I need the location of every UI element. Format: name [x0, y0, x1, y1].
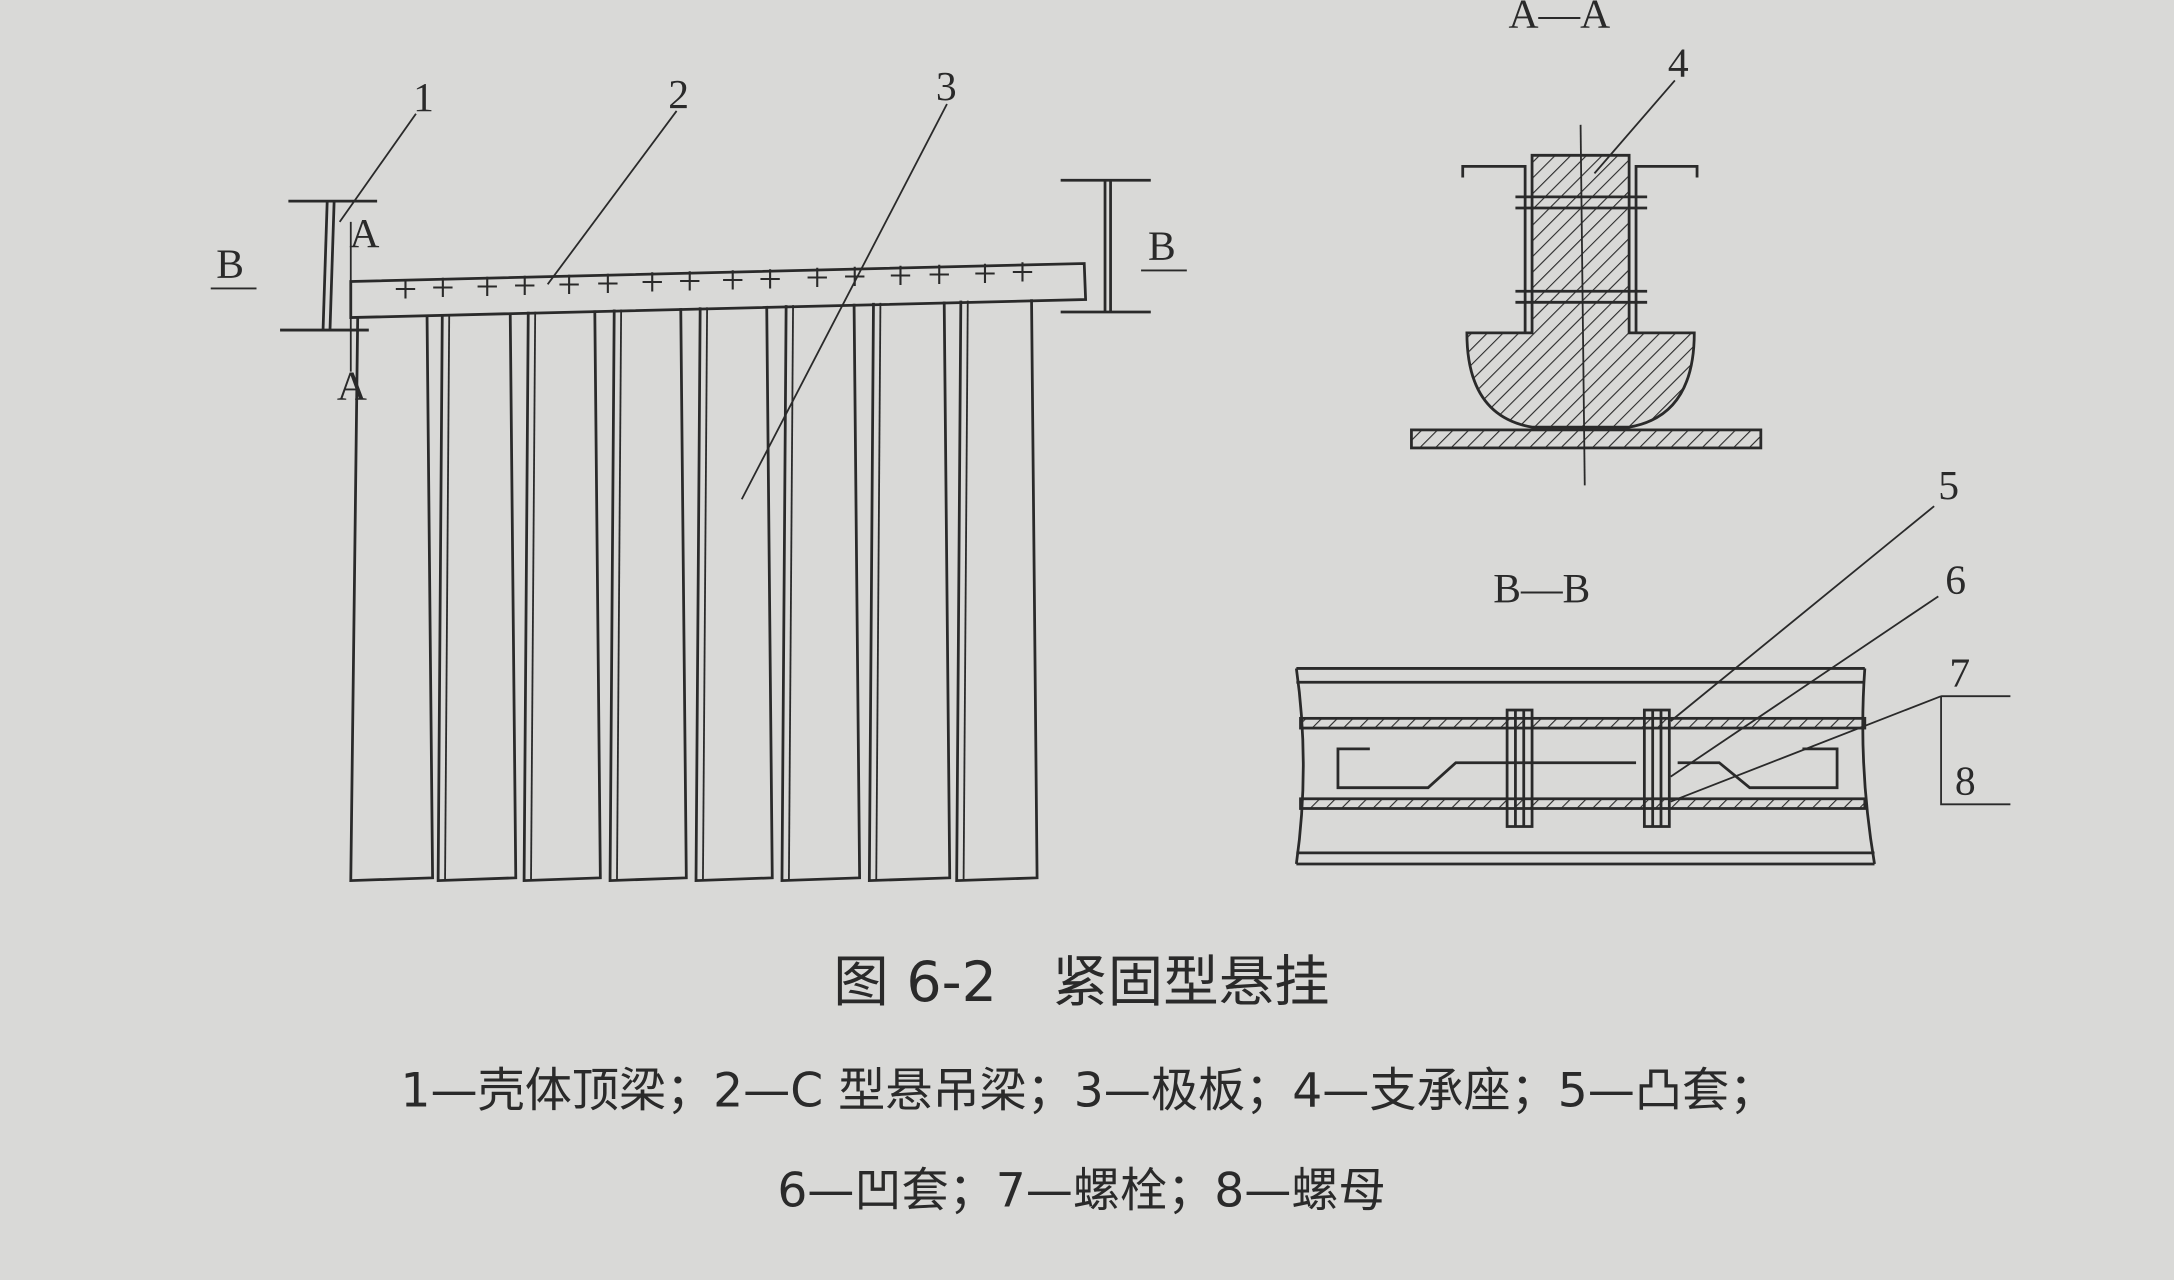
bolt-mark: + [721, 256, 744, 302]
label-4: 4 [1668, 39, 1689, 85]
shell-top-beam-right [1060, 178, 1151, 314]
c-hanger-beam: + + + + + + + + + + + + + + + + [349, 249, 1088, 319]
section-a-label-bottom: A [337, 362, 367, 408]
label-8: 8 [1955, 758, 1976, 804]
shell-top-beam-left [280, 199, 378, 332]
bolt-mark: + [394, 265, 417, 311]
bolt-mark: + [513, 262, 536, 308]
label-2: 2 [668, 71, 689, 117]
section-bb-view: B—B 5 6 7 8 [1294, 462, 2011, 866]
bolt-mark: + [889, 252, 912, 298]
label-6: 6 [1945, 557, 1966, 603]
bolt-mark: + [641, 259, 664, 305]
bolt-mark: + [596, 260, 619, 306]
bolt-mark: + [1011, 249, 1034, 295]
legend-line-2: 6—凹套；7—螺栓；8—螺母 [777, 1163, 1385, 1218]
figure-title: 图 6-2 紧固型悬挂 [833, 951, 1329, 1015]
section-a-label-top: A [349, 210, 379, 256]
electrode-plate [522, 310, 602, 883]
label-7: 7 [1949, 649, 1970, 695]
electrode-plate [349, 314, 434, 883]
bolt-mark: + [973, 250, 996, 296]
label-3: 3 [936, 63, 957, 109]
legend-line-1: 1—壳体顶梁；2—C 型悬吊梁；3—极板；4—支承座；5—凸套； [400, 1064, 1776, 1119]
bolt-mark: + [431, 264, 454, 310]
electrode-plate [780, 303, 862, 883]
label-5: 5 [1938, 462, 1959, 508]
label-1: 1 [413, 74, 434, 120]
electrode-plate [867, 301, 952, 883]
elevation-view: + + + + + + + + + + + + + + + + A A B B 1 2 3 [210, 63, 1187, 883]
view-aa-title: A—A [1508, 0, 1610, 37]
electrode-plate [608, 308, 688, 883]
bolt-mark: + [758, 255, 781, 301]
section-b-label-right: B [1148, 222, 1176, 268]
bolt-mark: + [806, 254, 829, 300]
section-aa-view: A—A 4 [1410, 0, 1763, 486]
electrode-plate [694, 305, 774, 883]
electrode-plate [436, 312, 518, 883]
electrode-plate [955, 299, 1039, 883]
bolt-mark: + [476, 263, 499, 309]
bolt-mark: + [557, 261, 580, 307]
view-bb-title: B—B [1493, 565, 1590, 611]
bolt-mark: + [843, 253, 866, 299]
bolts [1505, 708, 1671, 828]
section-b-label-left: B [216, 240, 244, 286]
bolt-mark: + [928, 251, 951, 297]
bolt-mark: + [678, 258, 701, 304]
electrode-plates [349, 299, 1039, 883]
bolt-marks: + + + + + + + + + + + + + + + + [394, 249, 1034, 312]
